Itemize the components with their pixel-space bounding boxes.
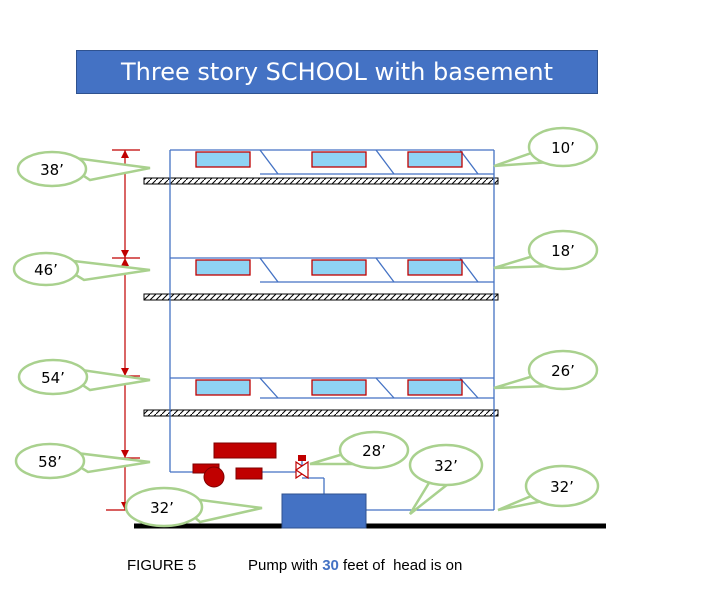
- callouts: 38’ 46’ 54’ 58’ 32’ 10’: [12, 126, 600, 528]
- floor-slab-1: [143, 409, 499, 417]
- radiator: [195, 259, 251, 276]
- valve-bonnet: [298, 455, 306, 461]
- head-value: 30: [322, 557, 339, 574]
- callout-left-54: 54’: [17, 358, 151, 396]
- callout-label: 32’: [434, 457, 458, 475]
- callout-left-32: 32’: [124, 486, 263, 528]
- callout-right-26: 26’: [493, 349, 599, 391]
- callout-label: 10’: [551, 139, 575, 157]
- title-banner: Three story SCHOOL with basement: [76, 50, 598, 94]
- radiator: [311, 151, 367, 168]
- callout-label: 38’: [40, 161, 64, 179]
- boiler-header: [235, 467, 263, 480]
- radiator: [407, 379, 463, 396]
- callout-right-18: 18’: [493, 229, 599, 271]
- radiator: [407, 151, 463, 168]
- callout-right-10: 10’: [493, 126, 599, 168]
- figure-caption: Pump with 30 feet of head is on: [248, 557, 462, 574]
- pipe-network: [169, 149, 495, 511]
- callout-label: 18’: [551, 242, 575, 260]
- pump-icon: [203, 466, 225, 488]
- radiator: [311, 379, 367, 396]
- callout-riser-32: 32’: [497, 464, 600, 512]
- callout-left-58: 58’: [14, 442, 151, 480]
- radiator: [195, 379, 251, 396]
- callout-label: 46’: [34, 261, 58, 279]
- figure-number: FIGURE 5: [127, 557, 197, 574]
- floor-slabs: [143, 177, 499, 417]
- callout-pump-28: 28’: [309, 430, 410, 470]
- floor-slab-3: [143, 177, 499, 185]
- basement-equipment: [192, 442, 367, 529]
- caption-text-after: feet of head is on: [338, 557, 463, 574]
- radiator: [311, 259, 367, 276]
- callout-left-46: 46’: [12, 251, 151, 287]
- radiator: [195, 151, 251, 168]
- floor-slab-2: [143, 293, 499, 301]
- radiators: [195, 151, 463, 396]
- callout-label: 32’: [150, 499, 174, 517]
- callout-label: 28’: [362, 442, 386, 460]
- callout-return-32: 32’: [408, 443, 484, 515]
- callout-label: 54’: [41, 369, 65, 387]
- callout-label: 26’: [551, 362, 575, 380]
- callout-label: 32’: [550, 478, 574, 496]
- callout-label: 58’: [38, 453, 62, 471]
- radiator: [407, 259, 463, 276]
- boiler: [213, 442, 277, 459]
- callout-left-38: 38’: [16, 150, 151, 188]
- expansion-tank: [281, 493, 367, 529]
- caption-text-before: Pump with: [248, 557, 323, 574]
